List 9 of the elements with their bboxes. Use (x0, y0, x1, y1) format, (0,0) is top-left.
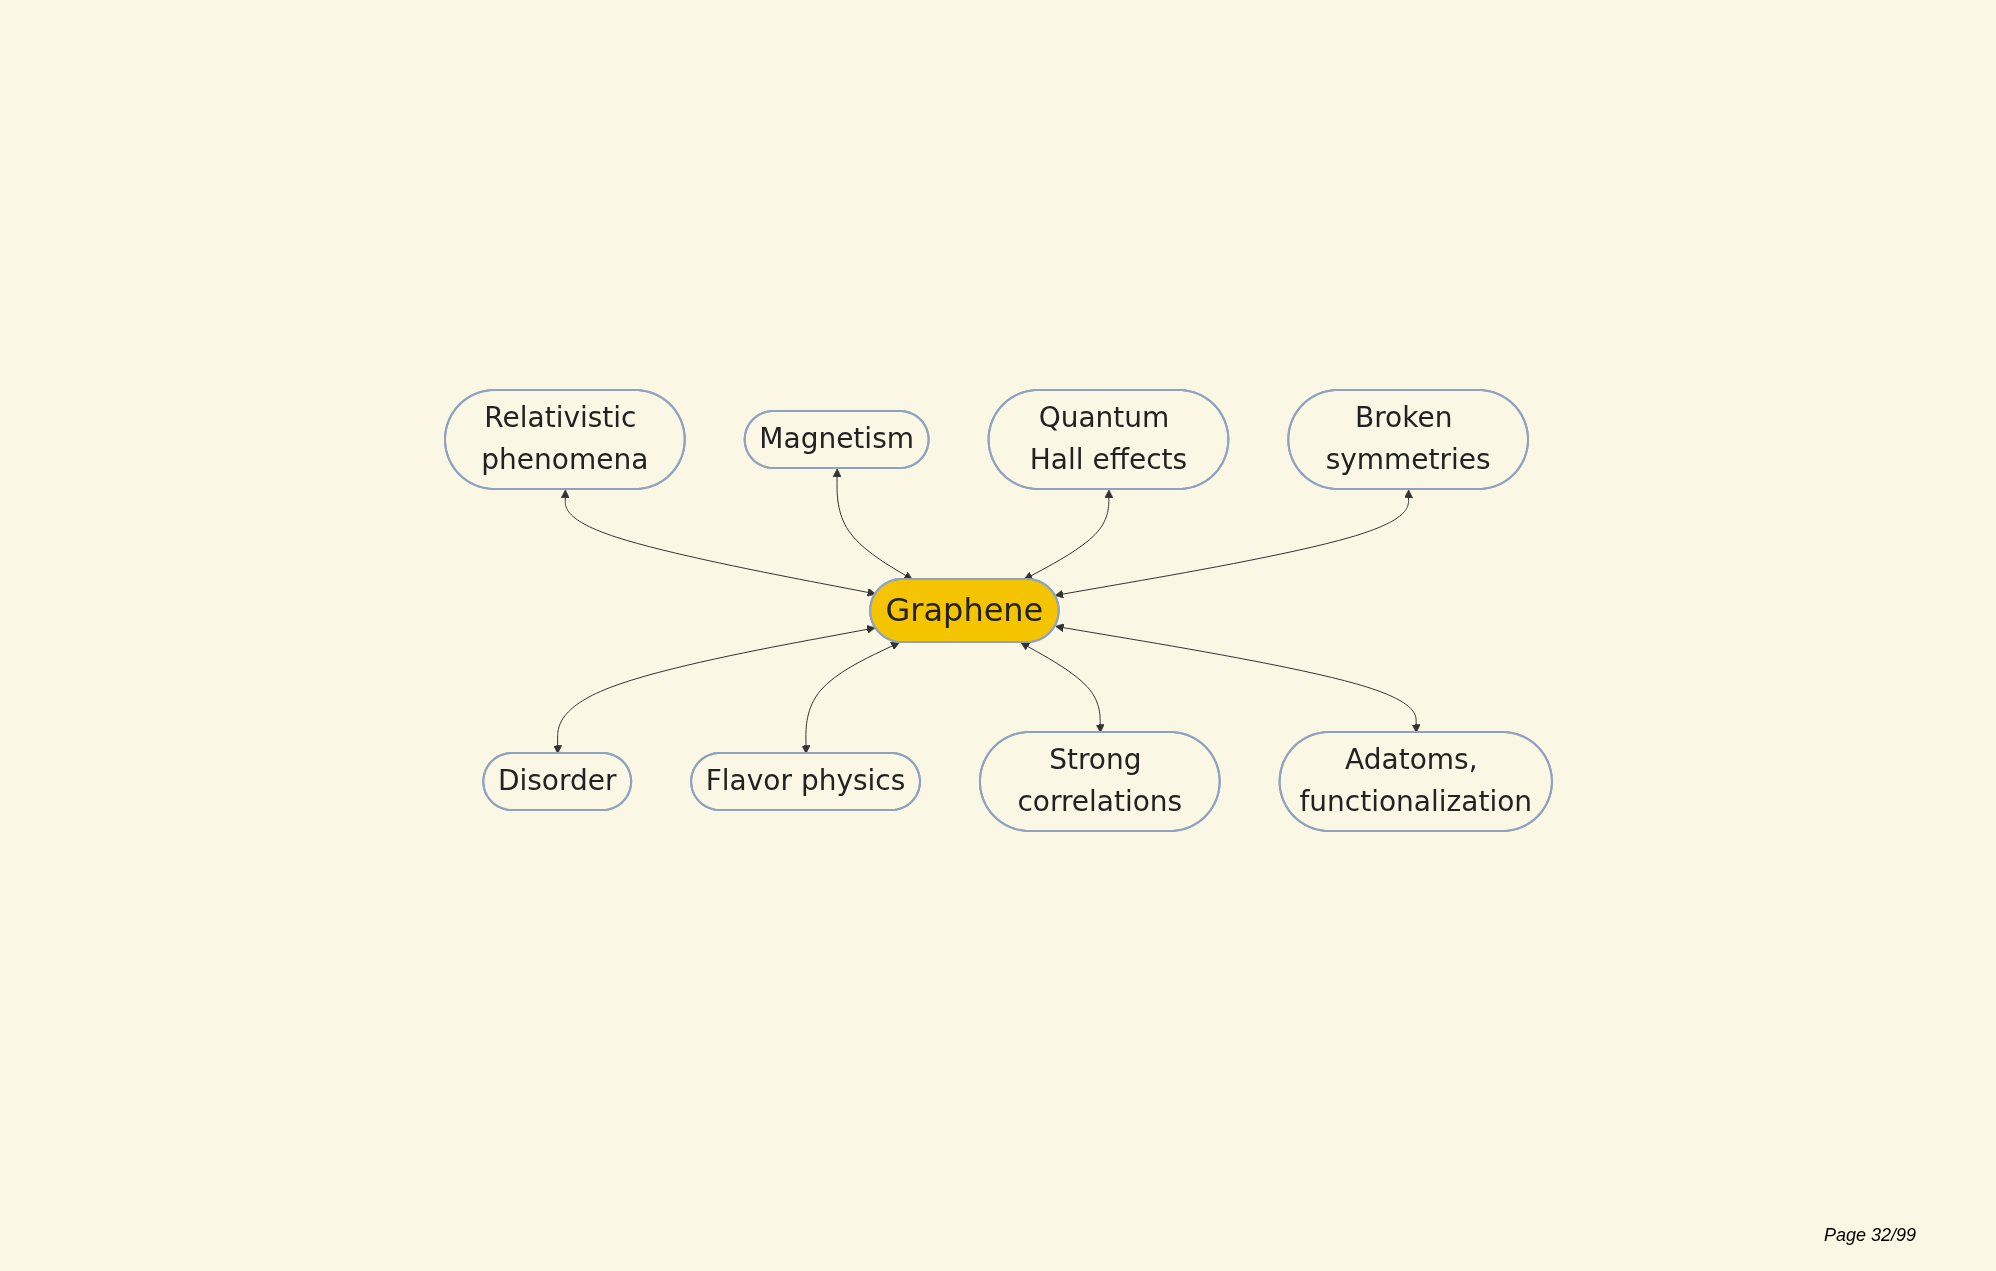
arrow (832, 468, 913, 580)
arrow (1054, 622, 1421, 733)
arrow (1020, 641, 1105, 733)
arrow (1023, 489, 1113, 580)
arrow (1054, 489, 1413, 598)
arrow (552, 624, 876, 754)
arrow (801, 641, 900, 754)
page-number: Page 32/99 (1823, 1225, 1916, 1245)
arrow (560, 489, 876, 597)
